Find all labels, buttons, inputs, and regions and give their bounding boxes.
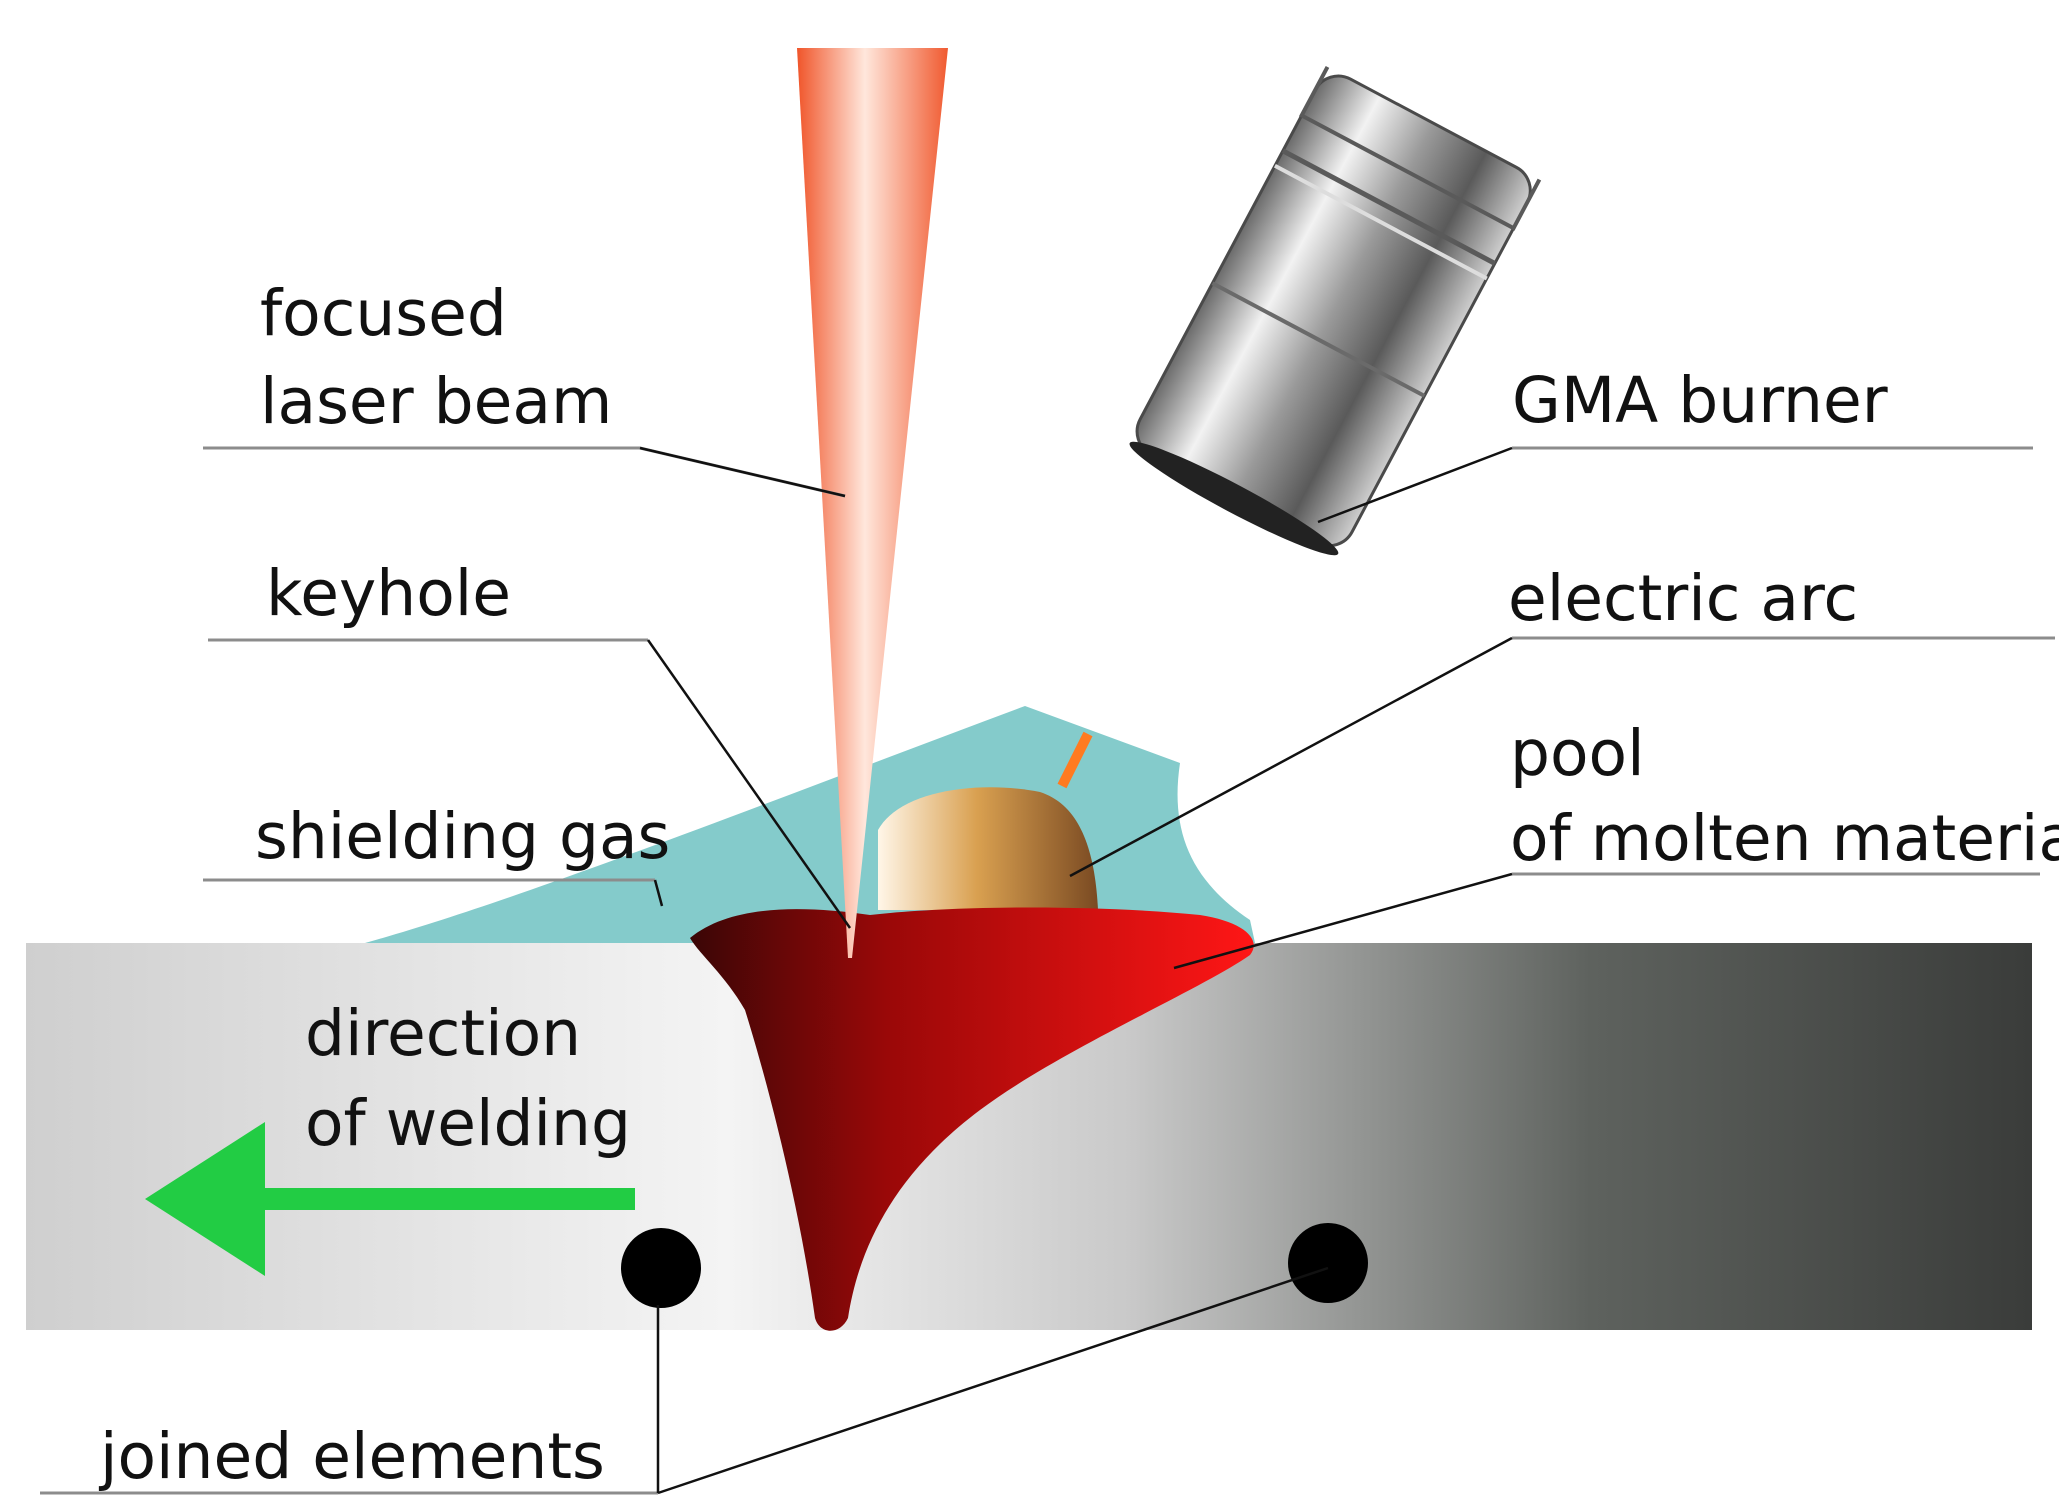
joint-marker-left: [621, 1228, 701, 1308]
electric-arc: [878, 787, 1098, 910]
label-direction-line1: direction: [305, 997, 581, 1070]
label-laser-line1: focused: [260, 277, 507, 350]
leader-lines: [40, 446, 2055, 1495]
label-laser-line2: laser beam: [260, 365, 612, 438]
label-keyhole: keyhole: [266, 557, 511, 630]
joint-marker-right: [1288, 1223, 1368, 1303]
gma-burner: [1129, 65, 1542, 556]
molten-pool: [690, 907, 1254, 1331]
label-shielding-gas: shielding gas: [255, 800, 670, 873]
label-pool-line1: pool: [1510, 717, 1645, 790]
arc-wire: [1057, 731, 1093, 789]
direction-arrow-icon: [145, 1122, 635, 1276]
laser-beam: [797, 48, 948, 958]
label-electric-arc: electric arc: [1508, 562, 1858, 635]
label-pool-line2: of molten materiall: [1510, 802, 2059, 875]
label-direction-line2: of welding: [305, 1087, 631, 1160]
label-gma-burner: GMA burner: [1512, 364, 1888, 437]
label-joined-elements: joined elements: [98, 1420, 605, 1493]
